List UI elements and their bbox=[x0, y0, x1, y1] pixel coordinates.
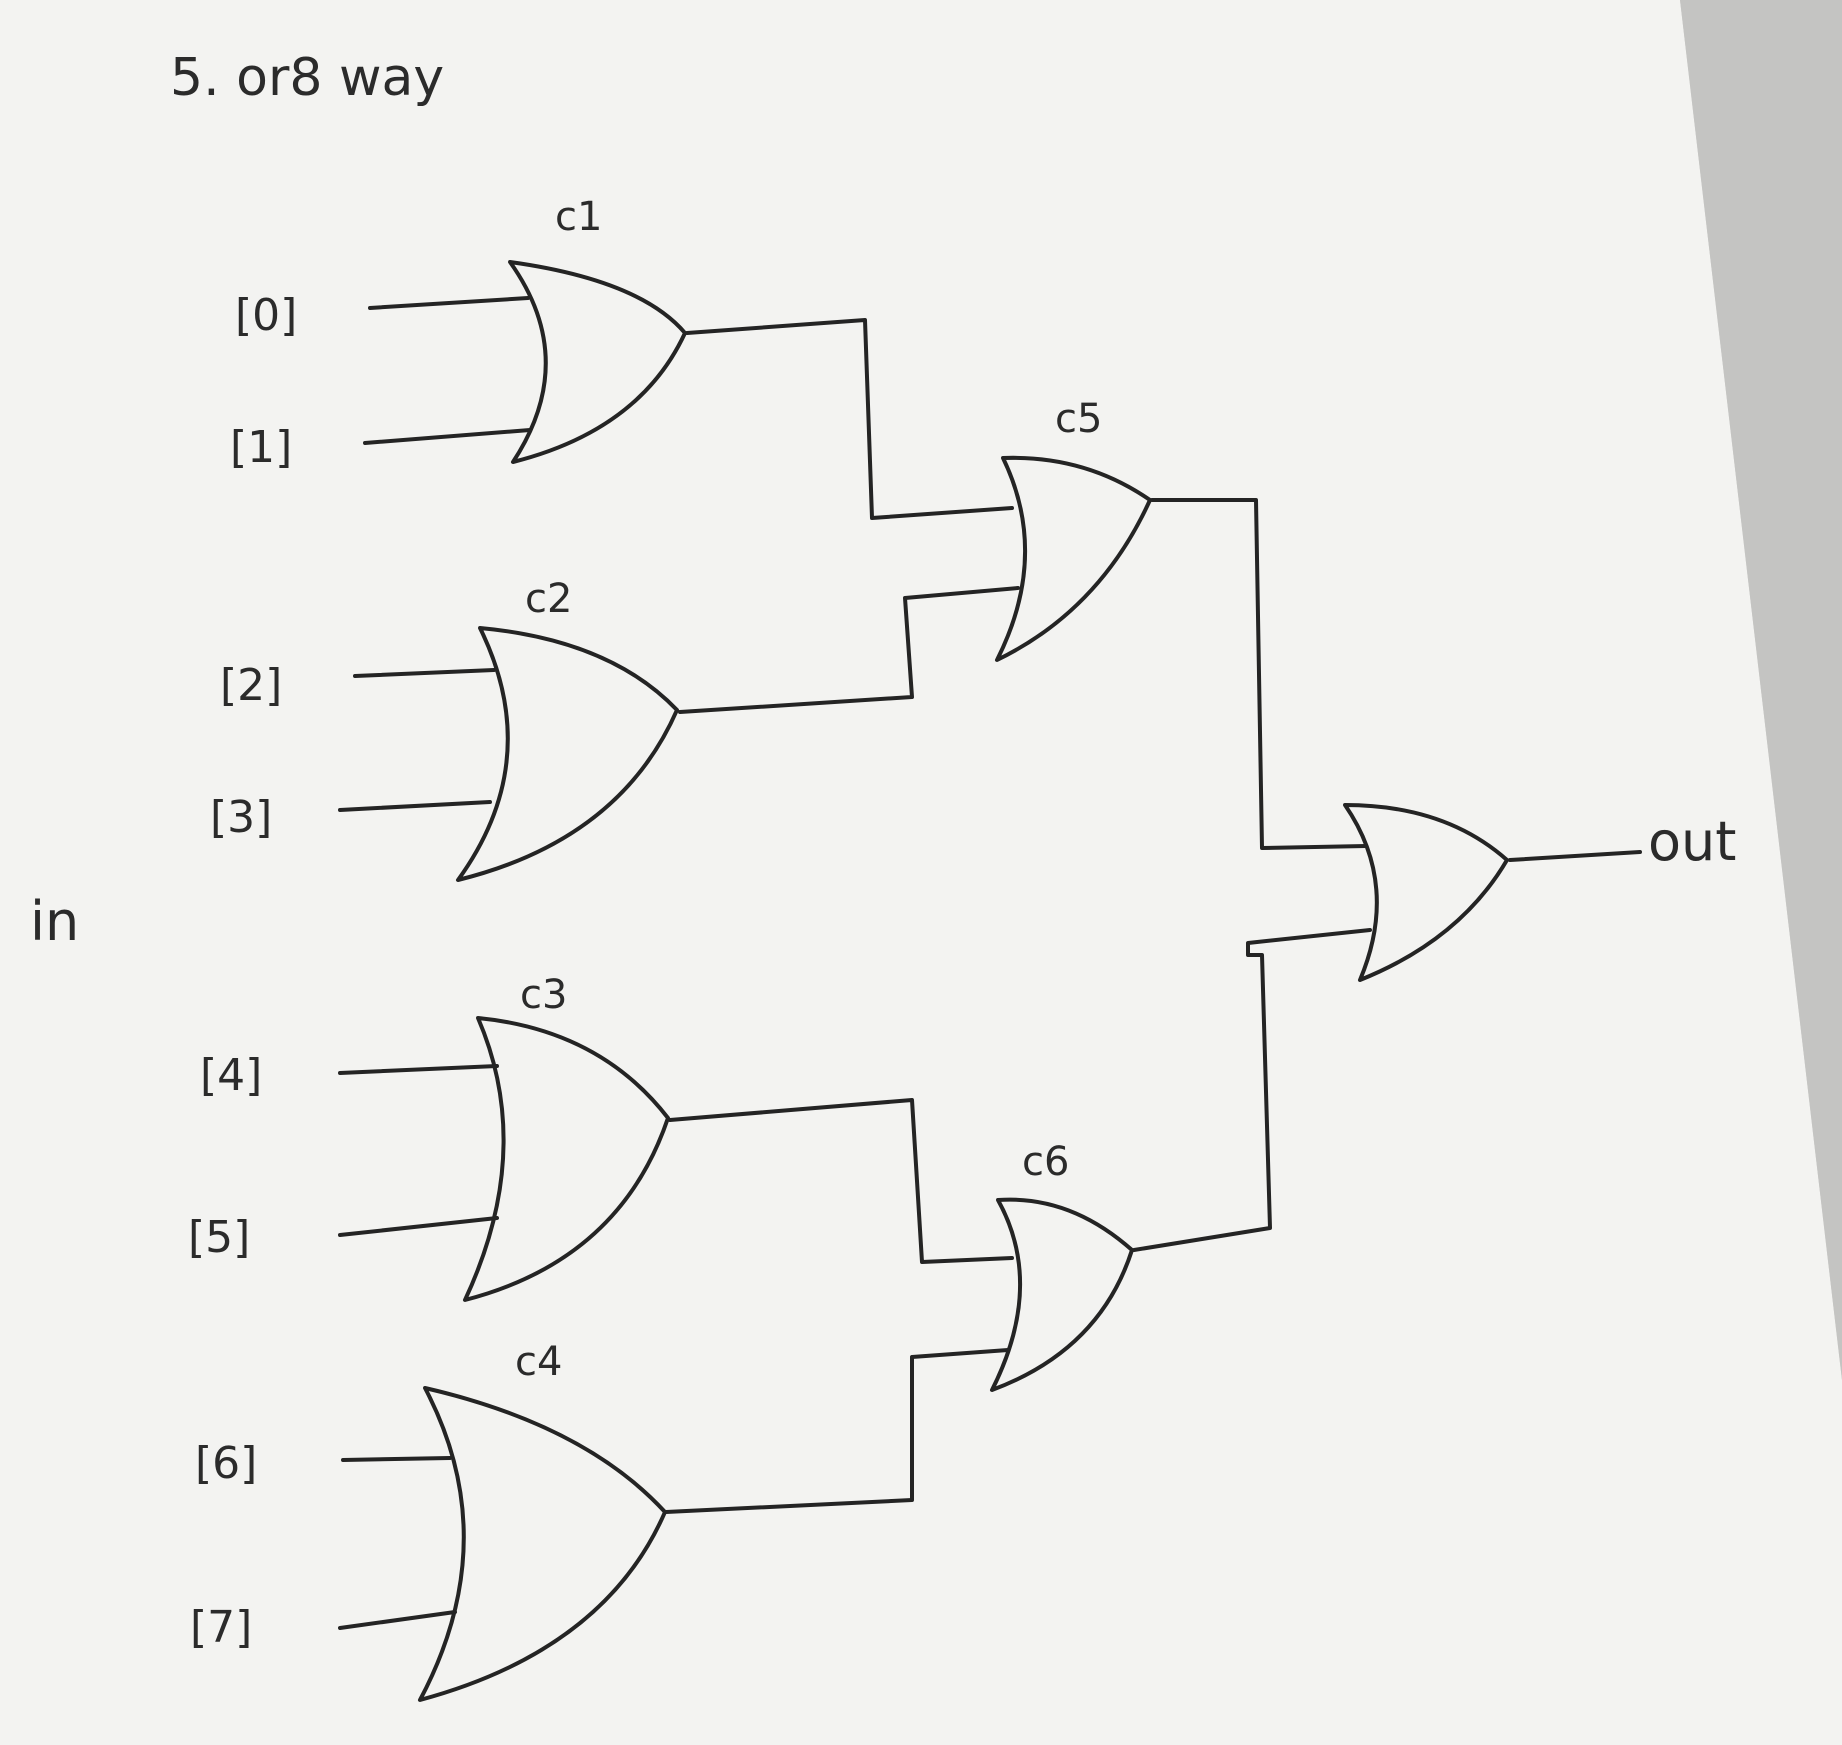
or-gate-c1 bbox=[508, 260, 687, 464]
input-label-4: [4] bbox=[200, 1050, 262, 1101]
wire-c5-to-out bbox=[1150, 498, 1368, 850]
gate-label-c6: c6 bbox=[1022, 1139, 1069, 1185]
wire-in-1 bbox=[363, 428, 532, 445]
gate-label-c5: c5 bbox=[1055, 396, 1102, 442]
input-label-3: [3] bbox=[210, 792, 272, 843]
wire-c6-to-out bbox=[1132, 928, 1372, 1252]
wire-in-4 bbox=[338, 1064, 499, 1075]
input-label-7: [7] bbox=[190, 1602, 252, 1653]
gate-label-c1: c1 bbox=[555, 194, 602, 240]
or-gate-out bbox=[1343, 803, 1509, 982]
wire-c2-to-c5 bbox=[678, 586, 1020, 714]
wire-in-2 bbox=[353, 668, 496, 678]
or-gate-c3 bbox=[463, 1016, 670, 1302]
or-gate-c6 bbox=[990, 1197, 1134, 1392]
wire-in-5 bbox=[338, 1216, 499, 1237]
input-label-6: [6] bbox=[195, 1438, 257, 1489]
wire-c3-to-c6 bbox=[668, 1098, 1014, 1264]
gate-label-c4: c4 bbox=[515, 1339, 562, 1385]
input-bus-label: in bbox=[30, 890, 79, 953]
or-gate-c4 bbox=[418, 1386, 667, 1702]
diagram-title: 5. or8 way bbox=[170, 48, 444, 108]
wire-out bbox=[1508, 850, 1642, 862]
gate-label-c2: c2 bbox=[525, 576, 572, 622]
wire-in-3 bbox=[338, 800, 492, 812]
wire-c4-to-c6 bbox=[664, 1348, 1010, 1514]
gate-label-c3: c3 bbox=[520, 972, 567, 1018]
input-label-5: [5] bbox=[188, 1212, 250, 1263]
input-label-2: [2] bbox=[220, 660, 282, 711]
wire-in-0 bbox=[368, 296, 530, 310]
background-surface bbox=[1680, 0, 1842, 1380]
input-label-1: [1] bbox=[230, 422, 292, 473]
output-label: out bbox=[1648, 810, 1736, 873]
wire-in-7 bbox=[338, 1610, 457, 1630]
or-gate-c5 bbox=[995, 455, 1152, 662]
or-gate-c2 bbox=[456, 626, 679, 882]
wire-in-6 bbox=[341, 1456, 452, 1462]
input-label-0: [0] bbox=[235, 290, 297, 341]
wire-c1-to-c5 bbox=[685, 318, 1014, 520]
